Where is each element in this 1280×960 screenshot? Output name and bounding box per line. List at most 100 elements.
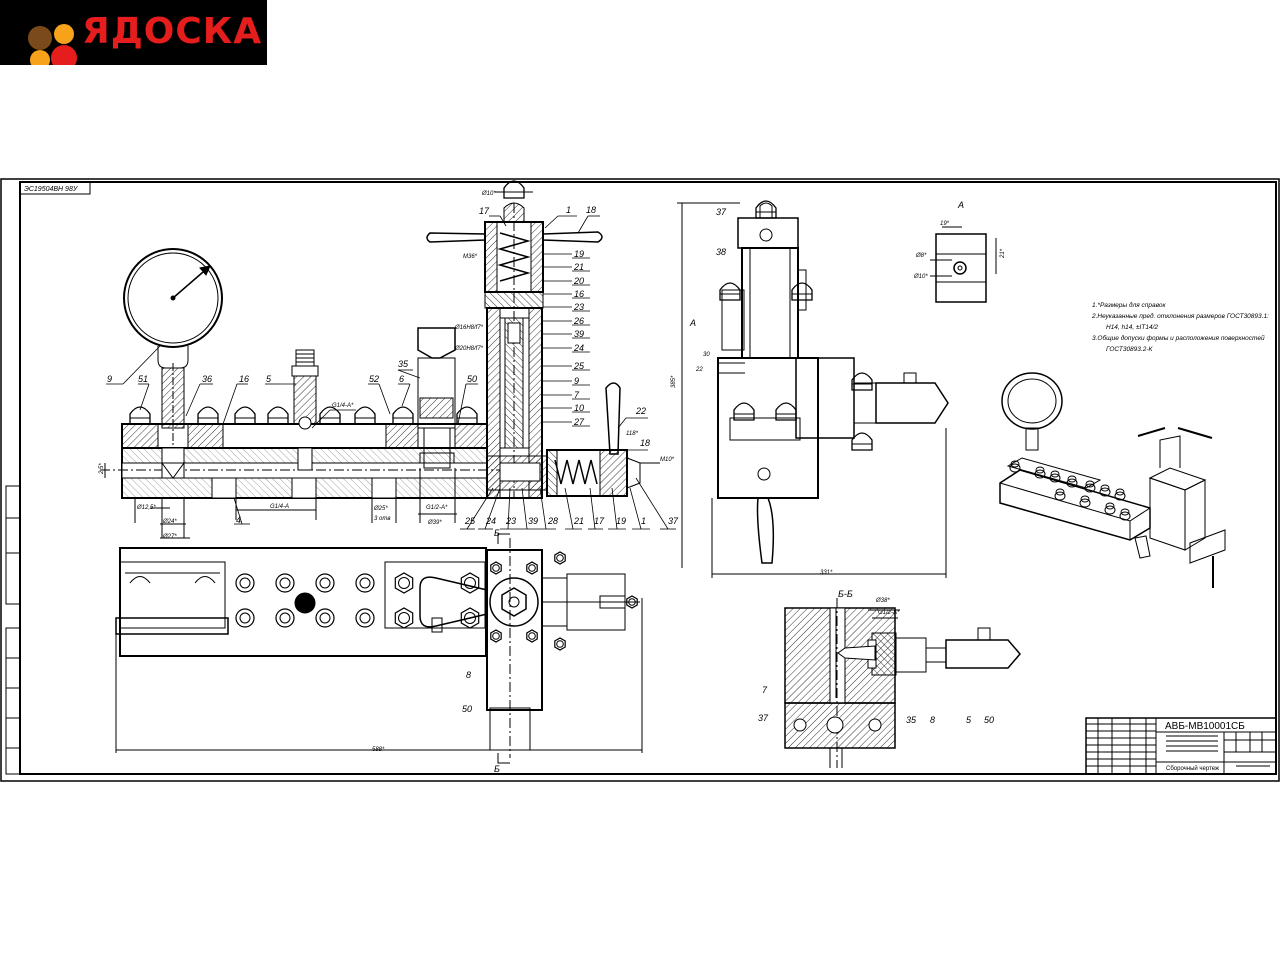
dim-19: 19*: [940, 221, 950, 227]
callout-stack-10: 10: [574, 403, 584, 413]
callout-stack-26: 26: [573, 316, 584, 326]
title-block: АВБ-МВ10001СБ Сборочный чертеж: [1085, 717, 1277, 775]
technical-notes: 1.*Размеры для справок 2.Неуказанные пред…: [1091, 301, 1269, 353]
callout-stack-19: 19: [574, 249, 584, 259]
cut-label-b-bottom: Б: [494, 764, 500, 774]
callout-36: 51: [138, 374, 148, 384]
section-b-b: [784, 598, 1021, 768]
dim-385: 385*: [671, 375, 677, 388]
callout-17: 17: [479, 206, 490, 216]
callout-sec-37: 37: [758, 713, 769, 723]
callout-bottom-19: 19: [616, 516, 626, 526]
front-callouts: [106, 215, 676, 530]
callout-52: 5: [266, 374, 272, 384]
callout-sec-8: 8: [930, 715, 935, 725]
document-type: Сборочный чертеж: [1166, 765, 1219, 772]
callout-18b: 22: [635, 406, 646, 416]
dim-21: 21*: [1000, 248, 1006, 259]
callout-18: 18: [586, 205, 596, 215]
logo-text: ЯДОСКА: [82, 11, 263, 52]
corner-stamp: ЭС19504ВН 98У: [24, 186, 79, 193]
dim-g14a: G1/4-A: [270, 504, 289, 510]
isometric-view: [999, 372, 1226, 588]
side-view: [677, 200, 949, 578]
dim-3-holes: 3 отв: [374, 516, 390, 522]
callout-stack-25: 25: [573, 361, 585, 371]
callout-15: 50: [467, 374, 477, 384]
view-a-labels: А 19* Ø8* Ø10* 21*: [913, 200, 1006, 280]
callout-stack-24: 24: [573, 343, 584, 353]
dim-g12a-sec: G1/2-A*: [878, 610, 900, 616]
callout-bottom-37: 37: [668, 516, 679, 526]
section-b-b-title: Б-Б: [838, 589, 853, 599]
callout-bottom-24: 24: [485, 516, 496, 526]
engineering-drawing: ЭС19504ВН 98У: [0, 178, 1280, 782]
dim-d20: Ø20Н8/f7*: [454, 346, 484, 352]
view-a-title: А: [957, 200, 964, 210]
dim-d25: Ø25*: [373, 506, 388, 512]
note-line-2: 2.Неуказанные пред. отклонения размеров …: [1091, 312, 1269, 320]
dim-d12-5: Ø12,5*: [136, 505, 156, 511]
front-section-view: [100, 180, 660, 539]
callout-sec-5: 5: [966, 715, 972, 725]
dim-d16: Ø16Н8/f7*: [454, 325, 484, 331]
dim-d10: Ø10*: [481, 191, 496, 197]
dim-g14a-star: G1/4-A*: [332, 403, 354, 409]
dim-d8: Ø8*: [915, 253, 927, 259]
note-line-5: ГОСТ30893.2-К: [1106, 346, 1153, 353]
callout-6: 52: [369, 374, 379, 384]
side-view-labels: 37 38 30 22 А 331* 385*: [671, 207, 833, 576]
callout-stack-27: 27: [573, 417, 585, 427]
cut-label-a: А: [689, 318, 696, 328]
callout-side-30: 30: [703, 352, 710, 358]
logo-dots-icon: [28, 24, 77, 65]
callout-35: 6: [399, 374, 404, 384]
callout-plan-8: 8: [466, 670, 471, 680]
note-line-4: 3.Общие допуски формы и расположения пов…: [1092, 334, 1265, 342]
view-a: [930, 226, 997, 303]
front-view-labels: 17 1 18 19 21 20 16 23 26 39 24 25 9 7 10 27 22 18 37 1 19 17…: [99, 191, 679, 540]
sheet-frame: ЭС19504ВН 98У: [0, 178, 1280, 782]
callout-bottom-17: 17: [594, 516, 605, 526]
dim-331: 331*: [820, 570, 833, 576]
dim-d38: Ø38*: [875, 598, 890, 604]
callout-sec-7: 7: [762, 685, 768, 695]
callout-5: 16: [239, 374, 249, 384]
site-logo[interactable]: ЯДОСКА: [0, 0, 267, 65]
callout-bottom-25: 25: [464, 516, 476, 526]
callout-bottom-39: 39: [528, 516, 538, 526]
callout-stack-39: 39: [574, 329, 584, 339]
callout-stack-21: 21: [573, 262, 584, 272]
dim-118: 118*: [626, 431, 639, 437]
callout-bottom-21: 21: [573, 516, 584, 526]
callout-stack-7: 7: [574, 390, 580, 400]
callout-side-38: 38: [716, 247, 726, 257]
note-line-1: 1.*Размеры для справок: [1092, 301, 1166, 309]
callout-51: 9: [107, 374, 112, 384]
callout-stack-20: 20: [573, 276, 584, 286]
dim-d10-a: Ø10*: [913, 274, 928, 280]
callout-side-22: 22: [695, 367, 703, 373]
callout-plan-50: 50: [462, 704, 472, 714]
callout-50: 35: [398, 359, 409, 369]
drawing-designation: АВБ-МВ10001СБ: [1165, 721, 1245, 732]
callout-sec-35: 35: [906, 715, 917, 725]
callout-4: 4: [236, 515, 241, 525]
callout-bottom-28: 28: [547, 516, 558, 526]
callout-1: 1: [566, 205, 571, 215]
callout-stack-9: 9: [574, 376, 579, 386]
plan-view: [115, 533, 643, 764]
dim-d39: Ø39*: [427, 520, 442, 526]
callout-bottom-23: 23: [505, 516, 516, 526]
dim-d27: Ø27*: [162, 534, 177, 540]
callout-37: 18: [640, 438, 650, 448]
callout-side-37: 37: [716, 207, 727, 217]
dim-d24: Ø24*: [162, 519, 177, 525]
callout-bottom-1: 1: [641, 516, 646, 526]
callout-stack-16: 16: [574, 289, 584, 299]
dim-g12a: G1/2-A*: [426, 505, 448, 511]
callout-16: 36: [202, 374, 212, 384]
dim-588: 588*: [372, 747, 385, 753]
